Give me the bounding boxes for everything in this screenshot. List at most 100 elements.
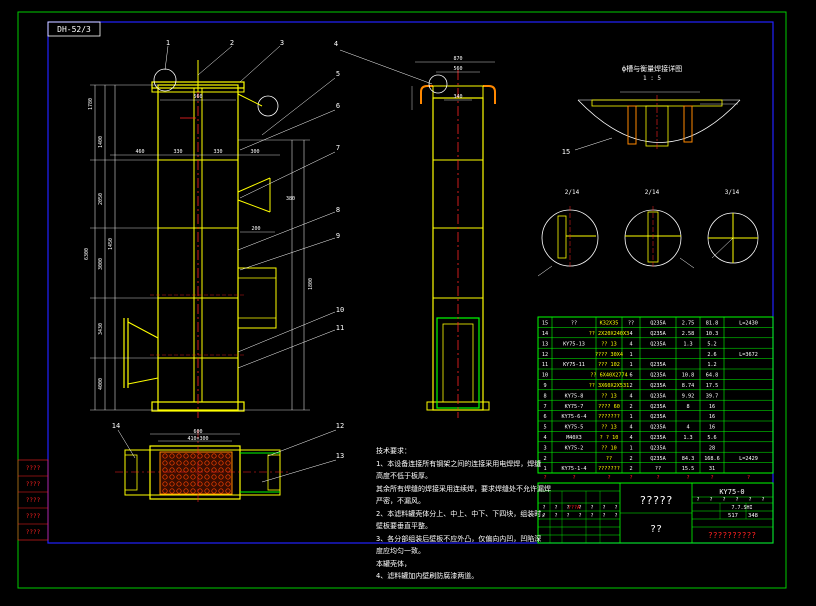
bom-cell: 1 xyxy=(629,362,632,368)
callout-15: 15 xyxy=(562,148,570,156)
plan-hole xyxy=(190,460,196,466)
plan-hole xyxy=(176,453,182,459)
bom-cell: ?? 13 xyxy=(601,393,617,399)
plan-hole xyxy=(162,481,168,487)
notes-title: 技术要求： xyxy=(376,447,411,455)
bom-cell: 10 xyxy=(542,373,548,379)
plan-hole xyxy=(204,453,210,459)
bom-cell: ???? 30X4 xyxy=(595,352,623,358)
plan-hole xyxy=(190,481,196,487)
bom-cell: 2 xyxy=(629,404,632,410)
plan-hole xyxy=(218,460,224,466)
bom-cell: 1 xyxy=(629,414,632,420)
bom-cell: ?? xyxy=(571,321,577,327)
title-row-cell: ? xyxy=(614,505,617,511)
bom-cell: ??????? xyxy=(598,414,620,420)
plan-hole xyxy=(176,488,182,494)
title-row-cell: ? xyxy=(566,505,569,511)
plan-hole xyxy=(204,488,210,494)
plan-hole xyxy=(211,474,217,480)
plan-hole xyxy=(169,474,175,480)
plan-hole xyxy=(225,460,231,466)
bom-cell: 9 xyxy=(543,383,546,389)
plan-hole xyxy=(211,460,217,466)
dim-fv-5: 3430 xyxy=(98,323,104,335)
plan-hole xyxy=(204,460,210,466)
bom-cell: ?? 2X20X240X3 xyxy=(589,331,630,337)
dim-fh-7: 380 xyxy=(286,196,295,202)
weld-detail xyxy=(574,91,741,151)
left-col-1: ???? xyxy=(26,465,41,472)
bom-cell: 64.8 xyxy=(706,373,719,379)
plan-hole xyxy=(218,481,224,487)
callout-13: 13 xyxy=(336,452,344,460)
plan-hole xyxy=(225,474,231,480)
title-row-cell: ? xyxy=(735,497,738,503)
bom-cell: Q235A xyxy=(650,331,666,337)
bom-cell: 4 xyxy=(686,425,689,431)
bom-cell: 2 xyxy=(629,383,632,389)
bom-cell: ???? 60 xyxy=(598,404,620,410)
plan-hole xyxy=(162,453,168,459)
bom-header-cell: ? xyxy=(656,475,659,481)
bom-cell: 2.58 xyxy=(682,331,695,337)
bom-cell: 1 xyxy=(629,352,632,358)
bom-cell: L=2429 xyxy=(739,456,758,462)
dim-fv-8: 6300 xyxy=(84,248,90,260)
callout-14: 14 xyxy=(112,422,120,430)
bom-cell: KY75-5 xyxy=(565,425,584,431)
code-box xyxy=(47,21,101,37)
plan-hole xyxy=(183,460,189,466)
bom-cell: KY75-11 xyxy=(563,362,585,368)
bom-cell: 10.8 xyxy=(682,373,695,379)
bom-cell: 5 xyxy=(543,425,546,431)
plan-hole xyxy=(169,488,175,494)
drawing-no: KY75-0 xyxy=(719,488,744,496)
bom-cell: 6 xyxy=(543,414,546,420)
bom-cell: 4 xyxy=(629,341,632,347)
bom-cell: Q235A xyxy=(650,445,666,451)
callout-8: 8 xyxy=(336,206,340,214)
bom-cell: 4 xyxy=(629,425,632,431)
bom-cell: 1.2 xyxy=(707,362,716,368)
inner-frame xyxy=(47,21,774,544)
bom-cell: 8 xyxy=(543,393,546,399)
dim-plan-2: 410×300 xyxy=(187,436,208,442)
dim-side-1: 870 xyxy=(453,56,462,62)
bom-header-cell: ? xyxy=(572,475,575,481)
detail-scale: 1 : 5 xyxy=(643,75,661,82)
bom-cell: 8.74 xyxy=(682,383,695,389)
plan-hole xyxy=(183,481,189,487)
plan-hole xyxy=(225,488,231,494)
bom-cell: 14 xyxy=(542,331,548,337)
bom-cell: 15 xyxy=(542,321,548,327)
bom-cell: KY75-2 xyxy=(565,445,584,451)
plan-hole xyxy=(169,467,175,473)
bom-header-cell: ? xyxy=(629,475,632,481)
notes-line-3: 其余所有焊缝的焊接采用连续焊，要求焊缝处不允许漏焊 xyxy=(376,484,551,493)
bom-cell: Q235A xyxy=(650,341,666,347)
dim-fv-7: 1450 xyxy=(108,238,114,250)
bom-cell: 2 xyxy=(629,466,632,472)
bom-cell: Q235A xyxy=(650,404,666,410)
dim-fh-2: 460 xyxy=(135,149,144,155)
sign-row2-mid: 7.7.SHI xyxy=(731,505,752,511)
callout-9: 9 xyxy=(336,232,340,240)
bom-cell: 2 xyxy=(629,456,632,462)
bom-cell: ??? 102 xyxy=(598,362,620,368)
bom-header-cell: ? xyxy=(543,475,546,481)
bom-cell: KY75-8 xyxy=(565,393,584,399)
notes-line-2: 高度不低于板厚。 xyxy=(376,472,432,480)
bom-cell: 1.3 xyxy=(683,341,692,347)
bom-cell: L=3672 xyxy=(739,352,758,358)
weight-value: 348 xyxy=(748,513,758,519)
bom-header-cell: ? xyxy=(686,475,689,481)
notes-line-6: 壁板要垂直平整。 xyxy=(376,522,432,530)
bom-cell: M40X3 xyxy=(566,435,582,441)
callout-11: 11 xyxy=(336,324,344,332)
bom-cell: 2.6 xyxy=(707,352,716,358)
bom-cell: 3 xyxy=(543,445,546,451)
bom-cell: ? ? 10 xyxy=(600,435,619,441)
bom-cell: 4 xyxy=(629,435,632,441)
